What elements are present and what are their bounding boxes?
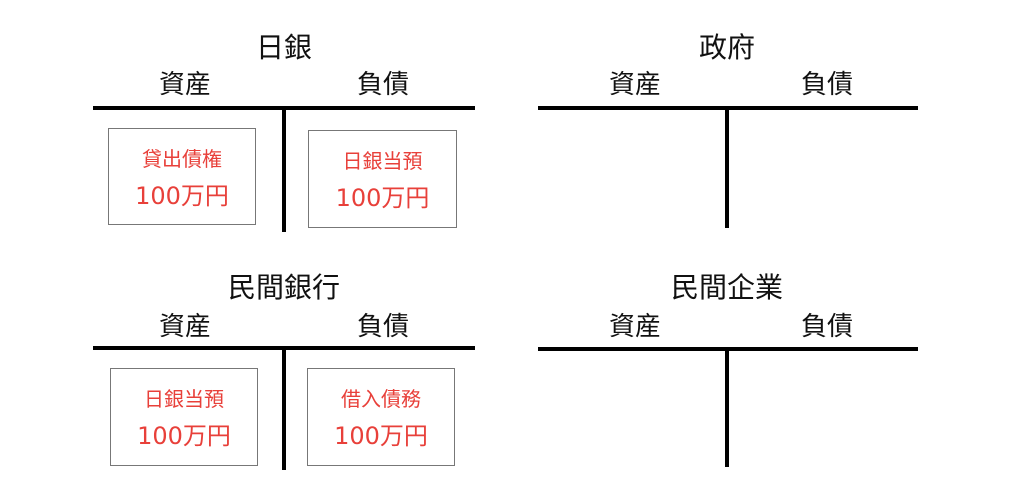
entry-amount: 100万円 — [334, 422, 428, 450]
entry-amount: 100万円 — [135, 181, 229, 210]
liability-entry: 日銀当預 100万円 — [308, 130, 457, 228]
entry-amount: 100万円 — [137, 422, 231, 450]
asset-entry: 貸出債権 100万円 — [108, 128, 256, 225]
t-vertical-line — [725, 106, 729, 228]
liabilities-label: 負債 — [800, 70, 854, 100]
assets-label: 資産 — [158, 70, 212, 100]
liabilities-label: 負債 — [356, 312, 410, 342]
entry-name: 貸出債権 — [142, 146, 222, 171]
entry-name: 日銀当預 — [144, 387, 224, 411]
t-vertical-line — [282, 106, 286, 232]
asset-entry: 日銀当預 100万円 — [110, 368, 258, 466]
t-vertical-line — [282, 346, 286, 470]
entry-name: 借入債務 — [341, 387, 421, 411]
t-vertical-line — [725, 347, 729, 467]
assets-label: 資産 — [608, 312, 662, 342]
assets-label: 資産 — [608, 70, 662, 100]
entry-amount: 100万円 — [335, 184, 430, 212]
account-title: 民間銀行 — [227, 271, 341, 304]
liabilities-label: 負債 — [800, 312, 854, 342]
assets-label: 資産 — [158, 312, 212, 342]
liability-entry: 借入債務 100万円 — [307, 368, 455, 466]
account-title: 日銀 — [255, 31, 313, 64]
account-title: 民間企業 — [670, 271, 784, 304]
entry-name: 日銀当預 — [342, 149, 423, 173]
account-title: 政府 — [698, 31, 756, 64]
liabilities-label: 負債 — [356, 70, 410, 100]
